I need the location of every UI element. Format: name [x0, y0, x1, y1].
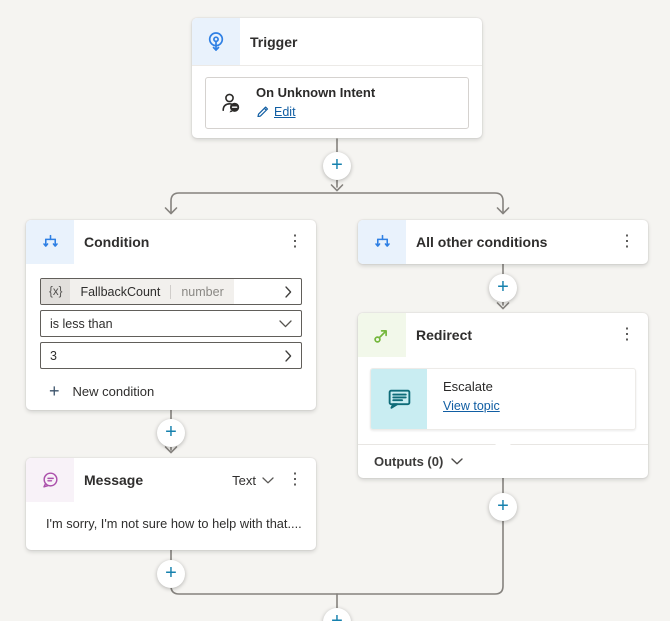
condition-title: Condition — [84, 234, 150, 250]
condition-operator-select[interactable]: is less than — [40, 310, 302, 337]
person-chat-icon — [206, 91, 256, 115]
chevron-right-icon — [285, 285, 301, 298]
add-node-button[interactable]: + — [489, 493, 517, 521]
chevron-right-icon — [285, 349, 301, 362]
chip-divider — [170, 284, 172, 299]
operator-value: is less than — [50, 316, 113, 331]
chevron-down-icon — [262, 476, 274, 484]
all-other-conditions-node: All other conditions ⋮ — [358, 220, 648, 264]
plus-icon: + — [331, 610, 343, 621]
message-menu-button[interactable]: ⋮ — [287, 471, 303, 488]
trigger-title: Trigger — [250, 34, 298, 50]
collapse-notch — [495, 438, 511, 445]
plus-icon: + — [331, 154, 343, 176]
new-condition-label: New condition — [72, 383, 155, 399]
variable-icon: {x} — [41, 279, 71, 304]
view-topic-link[interactable]: View topic — [443, 399, 500, 413]
comparison-value: 3 — [50, 348, 57, 363]
all-other-conditions-title: All other conditions — [416, 234, 548, 250]
branch-condition-icon — [358, 220, 406, 264]
escalate-topic-card[interactable]: Escalate View topic — [370, 368, 636, 430]
trigger-header: Trigger — [192, 18, 482, 66]
condition-header: Condition ⋮ — [26, 220, 316, 264]
condition-value-field[interactable]: 3 — [40, 342, 302, 369]
message-title: Message — [84, 472, 144, 488]
trigger-icon — [192, 18, 240, 66]
plus-icon: + — [497, 495, 509, 517]
redirect-header: Redirect ⋮ — [358, 313, 648, 357]
all-other-conditions-menu-button[interactable]: ⋮ — [619, 233, 635, 250]
topic-body: Escalate View topic — [427, 369, 500, 429]
new-condition-button[interactable]: + New condition — [40, 382, 302, 400]
condition-node: Condition ⋮ {x} FallbackCount number is … — [26, 220, 316, 410]
edit-link[interactable]: Edit — [274, 105, 296, 119]
topic-title: Escalate — [443, 379, 493, 394]
outputs-label: Outputs (0) — [374, 454, 444, 469]
chevron-down-icon — [451, 458, 464, 465]
condition-body: {x} FallbackCount number is less than 3 — [40, 278, 302, 400]
all-other-conditions-header: All other conditions ⋮ — [358, 220, 648, 264]
variable-chip: FallbackCount number — [70, 279, 234, 304]
message-header: Message Text ⋮ — [26, 458, 316, 502]
redirect-menu-button[interactable]: ⋮ — [619, 326, 635, 343]
plus-icon: + — [165, 562, 177, 584]
condition-variable-field[interactable]: {x} FallbackCount number — [40, 278, 302, 305]
add-node-button[interactable]: + — [157, 419, 185, 447]
topic-chat-icon — [371, 369, 427, 429]
redirect-title: Redirect — [416, 327, 473, 343]
intent-title: On Unknown Intent — [256, 84, 376, 100]
add-node-button[interactable]: + — [323, 152, 351, 180]
branch-condition-icon — [26, 220, 74, 264]
intent-body: On Unknown Intent Edit — [256, 85, 375, 122]
add-node-button[interactable]: + — [157, 560, 185, 588]
on-unknown-intent-card[interactable]: On Unknown Intent Edit — [205, 77, 469, 129]
chevron-down-icon — [279, 319, 301, 328]
redirect-icon — [358, 313, 406, 357]
plus-icon: + — [497, 276, 509, 298]
plus-icon: + — [49, 381, 60, 401]
message-type-value: Text — [232, 472, 256, 488]
outputs-toggle[interactable]: Outputs (0) — [358, 438, 648, 478]
edit-pencil-icon — [256, 103, 270, 122]
redirect-node: Redirect ⋮ Escalate View topic Outputs (… — [358, 313, 648, 478]
condition-menu-button[interactable]: ⋮ — [287, 233, 303, 250]
message-bubble-icon — [26, 458, 74, 502]
message-type-dropdown[interactable]: Text — [232, 473, 274, 488]
add-node-button[interactable]: + — [489, 274, 517, 302]
trigger-node: Trigger On Unknown Intent — [192, 18, 482, 138]
message-node: Message Text ⋮ I'm sorry, I'm not sure h… — [26, 458, 316, 550]
add-node-button[interactable]: + — [323, 608, 351, 621]
message-text[interactable]: I'm sorry, I'm not sure how to help with… — [46, 516, 302, 531]
variable-type: number — [181, 284, 224, 299]
plus-icon: + — [165, 421, 177, 443]
variable-name: FallbackCount — [80, 284, 161, 299]
header-divider — [192, 65, 482, 66]
